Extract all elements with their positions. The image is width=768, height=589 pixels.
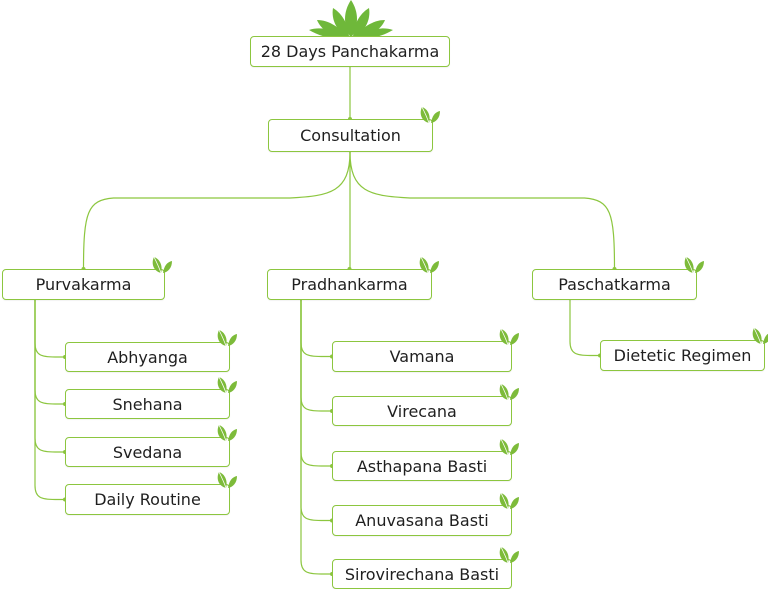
lotus-leaves-icon <box>303 0 399 40</box>
leaf-icon <box>498 383 520 401</box>
step-node-snehana[interactable]: Snehana <box>65 389 230 419</box>
consultation-node[interactable]: Consultation <box>268 119 433 152</box>
root-label: 28 Days Panchakarma <box>260 42 440 61</box>
connector-phase-step <box>34 300 65 405</box>
step-label: Daily Routine <box>94 490 201 509</box>
step-node-abhyanga[interactable]: Abhyanga <box>65 342 230 372</box>
phase-node-pradhankarma[interactable]: Pradhankarma <box>267 269 432 300</box>
leaf-icon <box>216 376 238 394</box>
leaf-icon <box>498 438 520 456</box>
phase-label: Purvakarma <box>35 275 132 294</box>
step-label: Dietetic Regimen <box>613 346 752 365</box>
step-label: Vamana <box>389 347 455 366</box>
connector-phase-step <box>34 300 65 501</box>
leaf-icon <box>419 106 441 124</box>
leaf-icon <box>751 327 768 345</box>
step-label: Anuvasana Basti <box>355 511 489 530</box>
phase-label: Pradhankarma <box>291 275 408 294</box>
connector-phase-step <box>300 300 332 358</box>
step-node-vamana[interactable]: Vamana <box>332 341 512 372</box>
step-node-asthapana-basti[interactable]: Asthapana Basti <box>332 451 512 481</box>
connector-phase-step <box>34 300 65 453</box>
leaf-icon <box>418 256 440 274</box>
leaf-icon <box>216 424 238 442</box>
leaf-icon <box>151 256 173 274</box>
step-label: Svedana <box>112 442 183 462</box>
leaf-icon <box>498 492 520 510</box>
step-node-daily-routine[interactable]: Daily Routine <box>65 484 230 515</box>
step-node-virecana[interactable]: Virecana <box>332 396 512 426</box>
step-node-anuvasana-basti[interactable]: Anuvasana Basti <box>332 505 512 536</box>
leaf-icon <box>683 256 705 274</box>
leaf-icon <box>498 546 520 564</box>
connector-phase-step <box>300 300 332 412</box>
connector-consultation-phase <box>82 151 351 270</box>
phase-node-purvakarma[interactable]: Purvakarma <box>2 269 165 300</box>
phase-label: Paschatkarma <box>558 275 671 294</box>
step-node-sirovirechana-basti[interactable]: Sirovirechana Basti <box>332 559 512 589</box>
step-label: Asthapana Basti <box>356 456 488 476</box>
connector-phase-step <box>300 300 332 467</box>
step-label: Snehana <box>112 394 183 414</box>
connector-phase-step <box>300 300 332 575</box>
consultation-label: Consultation <box>300 126 401 145</box>
connector-phase-step <box>34 300 65 358</box>
root-node[interactable]: 28 Days Panchakarma <box>250 36 450 67</box>
leaf-icon <box>498 328 520 346</box>
step-node-dietetic-regimen[interactable]: Dietetic Regimen <box>600 340 765 371</box>
connector-phase-step <box>300 300 332 522</box>
connector-consultation-phase <box>349 151 616 270</box>
phase-node-paschatkarma[interactable]: Paschatkarma <box>532 269 697 300</box>
step-node-svedana[interactable]: Svedana <box>65 437 230 467</box>
step-label: Virecana <box>387 401 457 421</box>
step-label: Abhyanga <box>107 347 188 367</box>
step-label: Sirovirechana Basti <box>344 564 500 584</box>
connector-phase-step <box>569 300 600 357</box>
leaf-icon <box>216 329 238 347</box>
leaf-icon <box>216 471 238 489</box>
